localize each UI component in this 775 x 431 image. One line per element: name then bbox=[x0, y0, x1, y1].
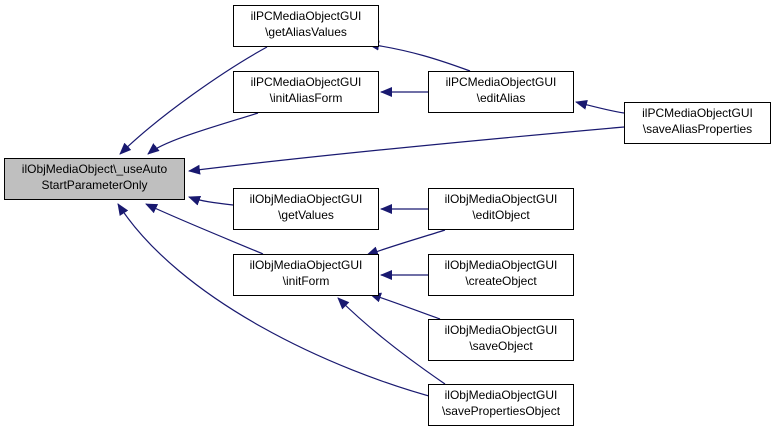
node-line-1: ilObjMediaObjectGUI bbox=[249, 192, 363, 206]
node-pc-init-alias-form[interactable]: ilPCMediaObjectGUI \initAliasForm bbox=[233, 71, 379, 113]
node-line-2: \editObject bbox=[472, 208, 530, 222]
node-pc-get-alias-values[interactable]: ilPCMediaObjectGUI \getAliasValues bbox=[233, 5, 379, 47]
node-line-2: \saveAliasProperties bbox=[642, 122, 753, 136]
edge-obj_initForm-to-root bbox=[145, 203, 264, 255]
node-pc-edit-alias[interactable]: ilPCMediaObjectGUI \editAlias bbox=[428, 71, 574, 113]
edge-obj_getValues-to-root bbox=[188, 196, 234, 206]
node-line-2: \savePropertiesObject bbox=[441, 404, 561, 418]
edge-pc_initAliasForm-to-root bbox=[147, 112, 259, 155]
node-obj-init-form[interactable]: ilObjMediaObjectGUI \initForm bbox=[233, 254, 379, 296]
node-line-1: ilObjMediaObjectGUI bbox=[444, 192, 558, 206]
node-line-1: ilPCMediaObjectGUI bbox=[642, 106, 753, 120]
node-line-1: ilObjMediaObjectGUI bbox=[444, 388, 558, 402]
node-line-2: \initAliasForm bbox=[269, 91, 343, 105]
node-line-2: \editAlias bbox=[476, 91, 526, 105]
node-line-1: ilPCMediaObjectGUI bbox=[250, 9, 362, 23]
edge-obj_savePropertiesObject-to-root bbox=[117, 203, 441, 400]
node-line-2: StartParameterOnly bbox=[41, 178, 148, 192]
node-obj-create-object[interactable]: ilObjMediaObjectGUI \createObject bbox=[428, 254, 574, 296]
node-line-1: ilPCMediaObjectGUI bbox=[445, 75, 557, 89]
edge-obj_savePropertiesObject-to-obj_initForm bbox=[337, 297, 446, 385]
node-pc-save-alias-properties[interactable]: ilPCMediaObjectGUI \saveAliasProperties bbox=[624, 102, 771, 144]
node-line-2: \initForm bbox=[282, 274, 330, 288]
node-line-2: \saveObject bbox=[469, 339, 533, 353]
node-line-1: ilObjMediaObjectGUI bbox=[444, 323, 558, 337]
node-line-2: \createObject bbox=[465, 274, 537, 288]
edge-obj_saveObject-to-obj_initForm bbox=[369, 292, 441, 320]
node-obj-save-properties-object[interactable]: ilObjMediaObjectGUI \savePropertiesObjec… bbox=[428, 384, 574, 426]
edge-pc_editAlias-to-pc_getAliasValues bbox=[367, 40, 471, 72]
node-obj-get-values[interactable]: ilObjMediaObjectGUI \getValues bbox=[233, 188, 379, 230]
node-line-2: \getValues bbox=[278, 208, 334, 222]
edge-pc_getAliasValues-to-root bbox=[119, 46, 268, 155]
node-line-1: ilPCMediaObjectGUI bbox=[250, 75, 362, 89]
edge-obj_editObject-to-obj_initForm bbox=[366, 229, 446, 257]
node-line-2: \getAliasValues bbox=[265, 25, 347, 39]
edge-pc_saveAliasProperties-to-root bbox=[188, 126, 625, 175]
edge-pc_saveAliasProperties-to-pc_editAlias bbox=[575, 99, 625, 114]
node-obj-save-object[interactable]: ilObjMediaObjectGUI \saveObject bbox=[428, 319, 574, 361]
node-line-1: ilObjMediaObjectGUI bbox=[444, 258, 558, 272]
node-line-1: ilObjMediaObjectGUI bbox=[249, 258, 363, 272]
node-line-1: ilObjMediaObject\_useAuto bbox=[21, 162, 168, 176]
node-obj-edit-object[interactable]: ilObjMediaObjectGUI \editObject bbox=[428, 188, 574, 230]
node-root-function[interactable]: ilObjMediaObject\_useAuto StartParameter… bbox=[4, 158, 185, 200]
